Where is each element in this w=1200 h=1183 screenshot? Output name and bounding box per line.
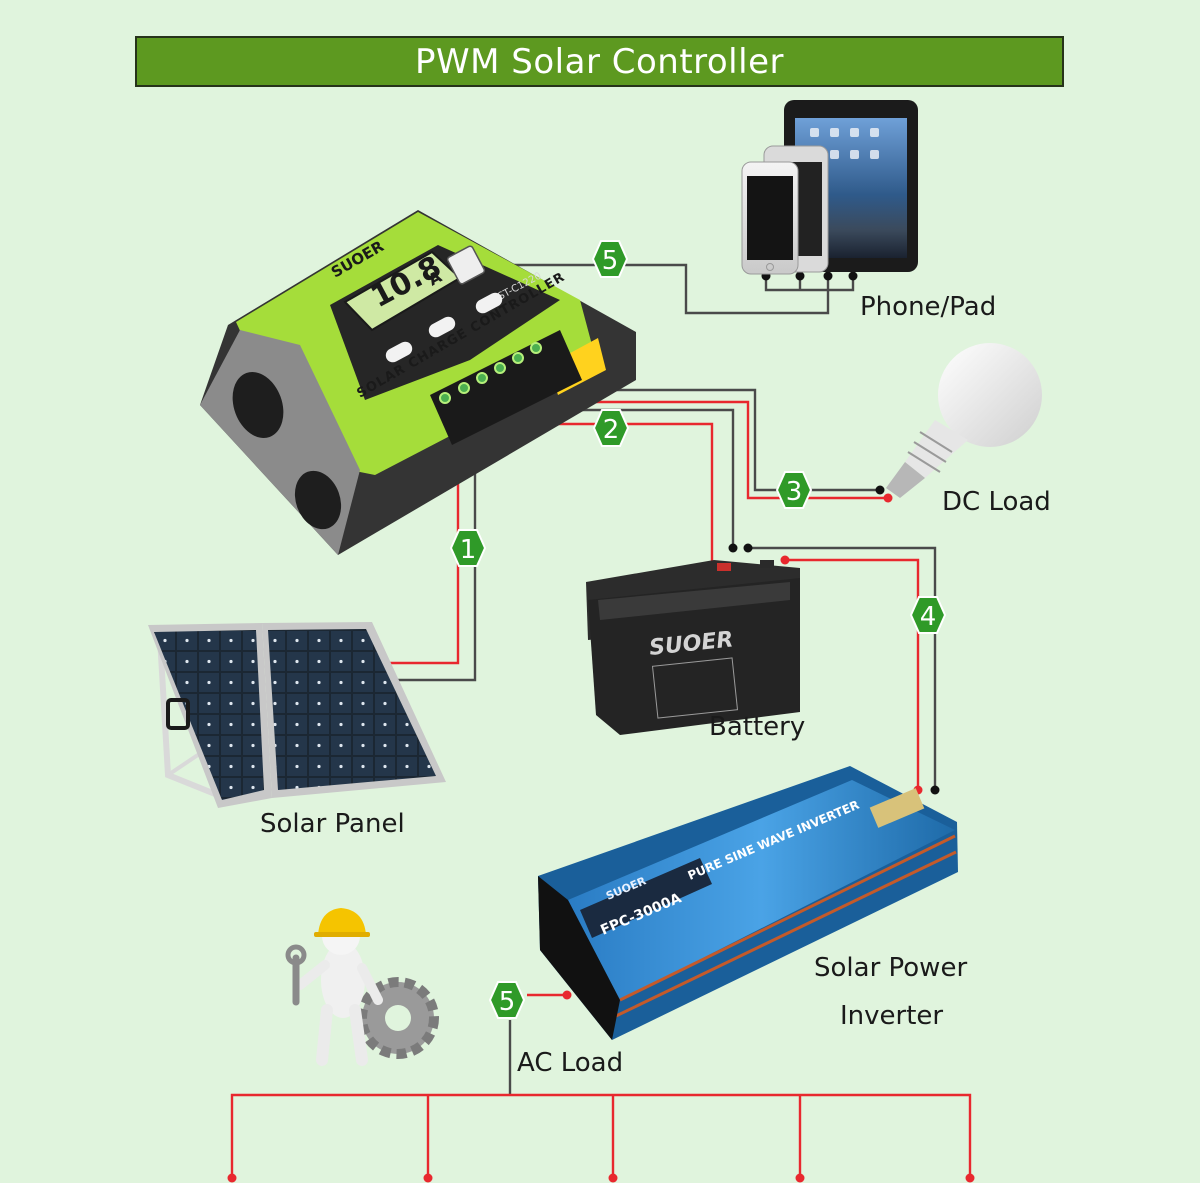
badge-number: 5 <box>602 246 619 276</box>
wire-dc-load-neg <box>548 388 880 492</box>
page-title: PWM Solar Controller <box>415 41 784 82</box>
badge-solar-panel: 1 <box>449 529 487 567</box>
controller-button-right <box>475 292 503 314</box>
battery-lid <box>598 582 790 620</box>
battery-label: Battery <box>709 712 806 742</box>
solar-panel-illustration <box>148 622 446 808</box>
bulb-glass <box>938 343 1042 447</box>
bulb-neck <box>905 420 968 478</box>
worker-arm-left <box>295 960 330 990</box>
badge-ac-load: 5 <box>488 981 526 1019</box>
terminal-dot <box>848 271 858 281</box>
terminal-dot <box>423 1173 433 1183</box>
worker-leg-right <box>349 1004 368 1066</box>
terminal-dot <box>823 271 833 281</box>
badge-number: 2 <box>603 415 620 445</box>
wire-panel-neg <box>390 430 477 682</box>
badge-number: 4 <box>920 602 937 632</box>
badge-inverter: 4 <box>909 596 947 634</box>
controller-mount-hole <box>232 372 284 438</box>
ac-load-label: AC Load <box>517 1048 624 1078</box>
terminal-dot <box>743 543 753 553</box>
inverter-nameplate <box>580 858 712 938</box>
wire-ac-bus <box>230 1093 972 1178</box>
wire-inverter-neg <box>748 546 937 790</box>
terminal-dot <box>930 785 940 795</box>
terminal-dot <box>875 485 885 495</box>
terminal-dot <box>965 1173 975 1183</box>
inverter-front-panel <box>538 876 620 1040</box>
battery-body <box>588 578 800 735</box>
terminal-dot <box>608 1173 618 1183</box>
terminal-dot <box>562 990 572 1000</box>
dc-load-bulb-illustration <box>886 343 1042 498</box>
solar-panel-label: Solar Panel <box>260 809 405 839</box>
terminal-block <box>430 330 582 445</box>
gear-hub <box>385 1005 411 1031</box>
wire-battery-neg <box>512 408 735 548</box>
phone-pad-illustration <box>741 100 918 275</box>
bulb-base <box>886 462 925 498</box>
badge-number: 5 <box>499 987 516 1017</box>
badge-battery: 2 <box>592 409 630 447</box>
phone-pad-label: Phone/Pad <box>860 292 997 322</box>
number-badges: 5 2 3 1 4 5 <box>449 240 947 1019</box>
inverter-label-line1: Solar Power <box>814 953 968 983</box>
dc-load-label: DC Load <box>942 487 1051 517</box>
worker-arm-right <box>357 963 383 1005</box>
battery-terminal-neg <box>760 560 774 568</box>
wrench-head <box>285 944 307 966</box>
phone-front-screen <box>747 176 793 260</box>
title-bar: PWM Solar Controller <box>135 36 1064 87</box>
terminal-dot <box>795 1173 805 1183</box>
panel-handle <box>166 698 190 730</box>
inverter-top <box>568 780 955 1000</box>
controller-button-mid <box>428 316 456 338</box>
wire-panel-pos <box>382 448 460 665</box>
terminal-dot <box>780 555 790 565</box>
inverter-label-line2: Inverter <box>840 1001 944 1031</box>
wire-phone-bus <box>764 276 855 292</box>
controller-mount-hole <box>294 470 342 530</box>
worker-body <box>321 942 365 1018</box>
panel-cells-left <box>154 630 264 800</box>
hard-hat-brim <box>314 932 370 937</box>
wire-battery-pos <box>492 422 760 568</box>
terminal-dot <box>883 493 893 503</box>
inverter-sticker <box>869 788 925 828</box>
charge-controller-illustration: 10.8 A SUOER ST-C1220 SOLAR CHARGE CONTR… <box>200 210 636 555</box>
battery-label-box <box>651 657 739 719</box>
controller-button-left <box>385 341 413 363</box>
worker-leg-left <box>316 1004 333 1066</box>
inverter-illustration: FPC-3000A SUOER PURE SINE WAVE INVERTER <box>538 766 958 1040</box>
wire-inverter-pos <box>785 558 920 790</box>
terminal-dot <box>795 271 805 281</box>
phone-home-button <box>766 263 774 271</box>
usb-port-icon <box>446 245 486 285</box>
panel-cells-right <box>268 629 436 790</box>
worker-mascot-illustration <box>285 908 439 1066</box>
battery-terminal-pos <box>717 563 731 571</box>
terminal-dot <box>728 543 738 553</box>
badge-number: 1 <box>460 535 477 565</box>
badge-number: 3 <box>786 477 803 507</box>
badge-usb: 5 <box>591 240 629 278</box>
badge-dc-load: 3 <box>775 471 813 509</box>
terminal-dot <box>227 1173 237 1183</box>
hard-hat-icon <box>318 908 366 935</box>
wire-dc-load-pos <box>524 400 888 500</box>
battery-illustration: SUOER <box>586 560 800 735</box>
